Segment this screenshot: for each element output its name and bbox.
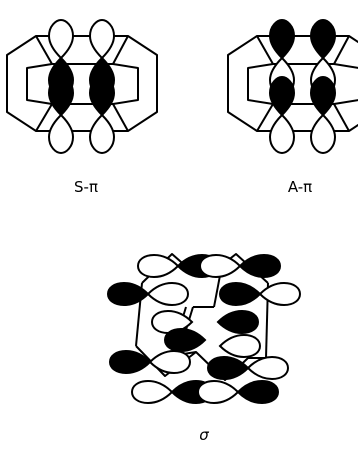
s-pi-cage (6, 35, 158, 132)
a-pi-cage (227, 35, 358, 132)
sigma-orbital: σ (107, 253, 301, 444)
a-pi-orbital: A-π (227, 19, 358, 196)
s-pi-label: S-π (74, 178, 98, 196)
s-pi-orbital: S-π (6, 19, 158, 196)
sigma-label: σ (199, 426, 209, 444)
a-pi-lobes (269, 19, 336, 154)
s-pi-lobes (48, 19, 115, 154)
a-pi-label: A-π (288, 178, 312, 196)
